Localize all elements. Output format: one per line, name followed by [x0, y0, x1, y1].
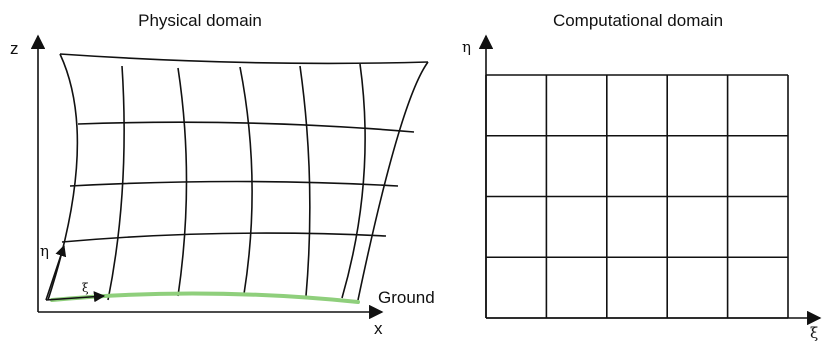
ground-label: Ground [378, 288, 435, 307]
mesh-right-boundary [357, 61, 429, 301]
mesh-xi-line-2 [177, 67, 188, 297]
mesh-xi-line-1 [107, 65, 125, 301]
computational-domain-panel: Computational domain η ξ [462, 11, 822, 341]
eta-direction-arrow [45, 244, 67, 301]
mesh-eta-line-3 [61, 232, 387, 243]
ground-curve [50, 291, 360, 304]
z-axis-label: z [10, 39, 19, 58]
computational-grid [485, 74, 789, 319]
computational-eta-label: η [462, 38, 471, 56]
mesh-top-boundary [59, 53, 429, 65]
mesh-eta-line-2 [69, 180, 399, 187]
mesh-eta-line-1 [77, 121, 415, 133]
physical-xi-label: ξ [82, 281, 89, 295]
physical-eta-label: η [40, 242, 49, 260]
xi-direction-arrow [45, 291, 106, 303]
mesh-xi-line-4 [299, 65, 311, 297]
mesh-xi-line-5 [341, 63, 366, 299]
physical-domain-title: Physical domain [138, 11, 262, 30]
computational-xi-label: ξ [810, 324, 818, 341]
mesh-left-boundary [47, 53, 79, 301]
x-axis-label: x [374, 319, 383, 338]
physical-domain-panel: Physical domain z x Ground η ξ [10, 11, 435, 338]
mesh-xi-line-3 [239, 66, 253, 295]
computational-domain-title: Computational domain [553, 11, 723, 30]
